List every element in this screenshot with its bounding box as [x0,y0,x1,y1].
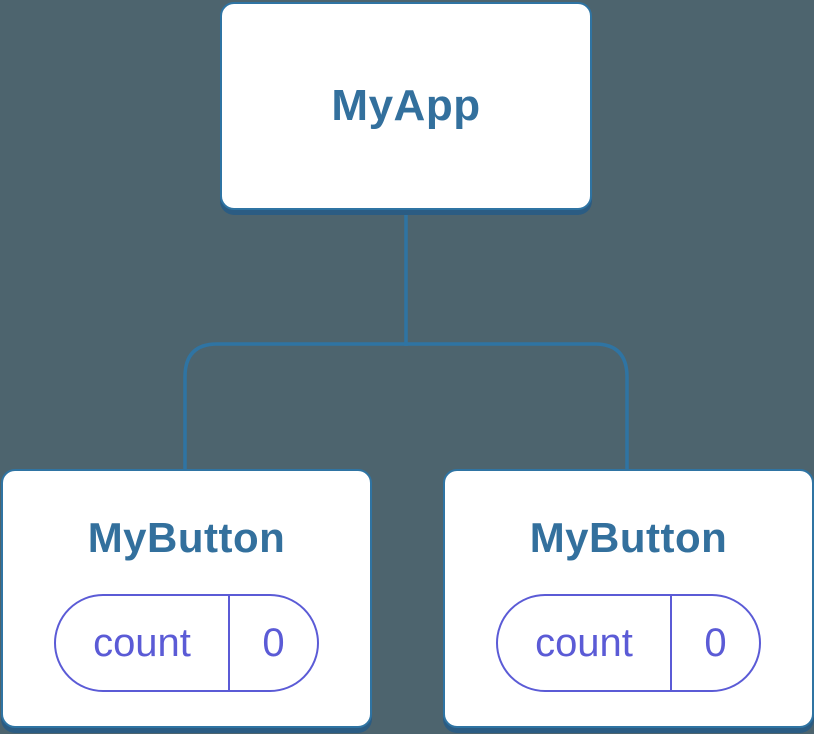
connector-branch [183,342,629,472]
component-label: MyButton [87,514,286,561]
state-value: 0 [262,620,285,665]
component-node-child-left: MyButton count 0 [1,469,372,728]
component-node-root: MyApp [220,2,592,210]
component-label: MyApp [331,81,481,130]
component-node-child-right: MyButton count 0 [443,469,814,728]
state-key-label: count [93,620,191,665]
state-key-label: count [535,620,633,665]
state-pill: count 0 [496,594,761,692]
state-divider [670,596,672,690]
state-value: 0 [704,620,727,665]
state-divider [228,596,230,690]
state-pill: count 0 [54,594,319,692]
component-label: MyButton [529,514,728,561]
